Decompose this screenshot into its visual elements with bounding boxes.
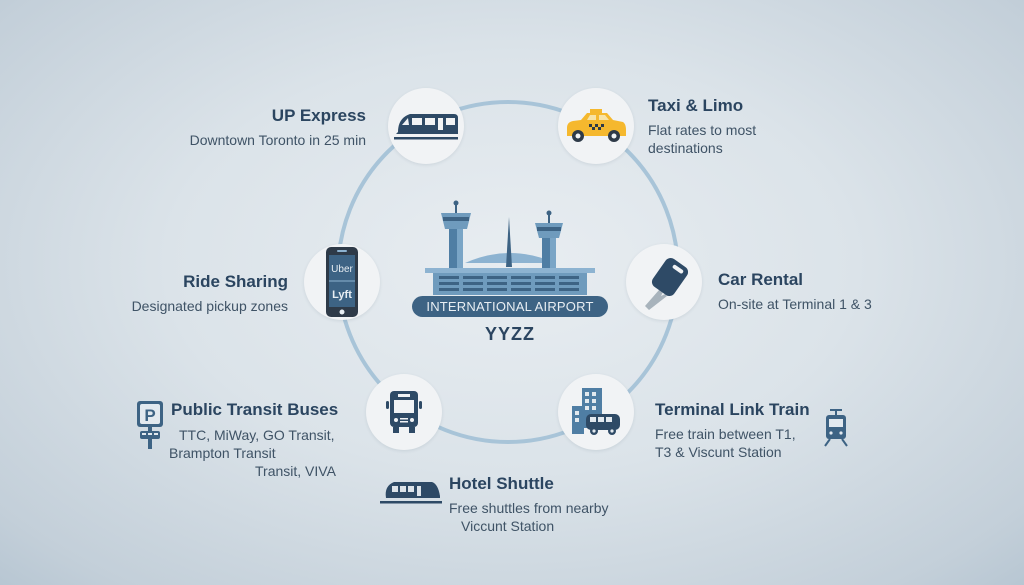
up-express-node[interactable] bbox=[388, 88, 464, 164]
lyft-app-label: Lyft bbox=[332, 289, 352, 301]
option-title: Terminal Link Train bbox=[655, 400, 810, 419]
option-description: Designated pickup zones bbox=[131, 298, 288, 314]
airport-code: YYZZ bbox=[484, 324, 535, 344]
terminal-link-label: Terminal Link Train Free train between T… bbox=[655, 400, 825, 461]
bus-stop-parking-icon: P bbox=[135, 399, 167, 456]
up-express-label: UP Express Downtown Toronto in 25 min bbox=[170, 106, 366, 149]
taxi-icon bbox=[563, 106, 629, 146]
tram-icon bbox=[822, 408, 850, 453]
option-title: UP Express bbox=[271, 106, 366, 125]
train-icon bbox=[390, 108, 462, 144]
car-key-icon bbox=[637, 254, 691, 310]
car-rental-label: Car Rental On-site at Terminal 1 & 3 bbox=[718, 270, 918, 313]
svg-text:P: P bbox=[144, 406, 155, 425]
ride-sharing-node[interactable]: Uber Lyft bbox=[304, 244, 380, 320]
option-description: TTC, MiWay, GO Transit, Brampton Transit… bbox=[169, 427, 336, 479]
taxi-limo-node[interactable] bbox=[558, 88, 634, 164]
option-description: On-site at Terminal 1 & 3 bbox=[718, 296, 872, 312]
shuttle-train-icon bbox=[380, 478, 442, 511]
car-rental-node[interactable] bbox=[626, 244, 702, 320]
option-title: Car Rental bbox=[718, 270, 804, 289]
public-transit-node[interactable] bbox=[366, 374, 442, 450]
public-transit-label: Public Transit Buses TTC, MiWay, GO Tran… bbox=[169, 400, 361, 480]
option-title: Hotel Shuttle bbox=[449, 474, 554, 493]
ride-sharing-label: Ride Sharing Designated pickup zones bbox=[100, 272, 288, 315]
bus-icon bbox=[384, 389, 424, 435]
uber-app-label: Uber bbox=[331, 264, 353, 275]
option-description: Free train between T1, T3 & Viscunt Stat… bbox=[655, 426, 796, 460]
option-description: Free shuttles from nearby Viccunt Statio… bbox=[449, 500, 609, 534]
option-description: Downtown Toronto in 25 min bbox=[189, 132, 366, 148]
terminal-link-node[interactable] bbox=[558, 374, 634, 450]
option-description: Flat rates to most destinations bbox=[648, 122, 757, 156]
option-title: Public Transit Buses bbox=[171, 400, 339, 419]
option-title: Taxi & Limo bbox=[648, 96, 744, 115]
hotel-shuttle-label: Hotel Shuttle Free shuttles from nearby … bbox=[449, 474, 649, 535]
hotel-shuttle-icon bbox=[568, 384, 624, 440]
taxi-limo-label: Taxi & Limo Flat rates to most destinati… bbox=[648, 96, 828, 157]
smartphone-icon: Uber Lyft bbox=[325, 246, 359, 318]
option-title: Ride Sharing bbox=[183, 272, 288, 291]
airport-name-badge: INTERNATIONAL AIRPORT bbox=[412, 296, 608, 317]
airport-terminal-icon bbox=[405, 195, 615, 300]
